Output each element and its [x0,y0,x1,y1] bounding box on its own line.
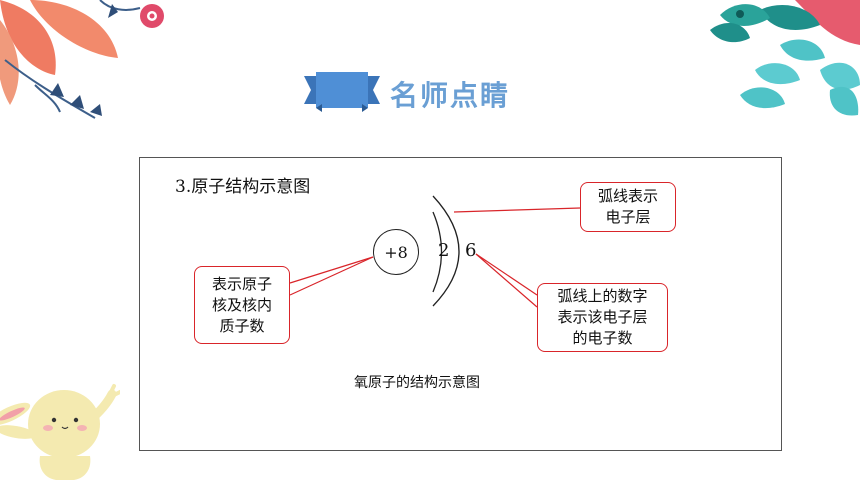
callout-numbers: 弧线上的数字 表示该电子层 的电子数 [537,283,668,352]
section-title: 名师点睛 [390,79,511,112]
callout-arc: 弧线表示 电子层 [580,182,676,232]
callout-arc-line-1: 弧线表示 [597,187,658,205]
shell-electron-count-2: 6 [465,240,477,261]
topic-heading: 3.原子结构示意图 [175,177,311,197]
callout-nucleus-line-3: 质子数 [219,316,265,335]
nucleus-charge: +8 [384,242,408,262]
diagram-caption: 氧原子的结构示意图 [354,375,480,391]
callout-nucleus-line-2: 核及核内 [211,295,272,314]
leaf-decoration-top-right [710,0,860,116]
nucleus-circle: +8 [373,229,419,275]
shell-electron-count-1: 2 [438,240,450,261]
callout-numbers-line-3: 的电子数 [572,329,633,347]
leader-line-number-a [475,253,538,296]
leaf-decoration-top-left [0,0,164,119]
electron-shell-arc-inner [432,211,443,293]
electron-shell-arc-outer [432,195,460,307]
callout-nucleus-line-1: 表示原子 [211,274,272,293]
callout-arc-line-2: 电子层 [605,208,651,226]
leader-line-nucleus-b [289,256,374,296]
ribbon-banner-icon [304,72,380,112]
callout-numbers-line-1: 弧线上的数字 [557,287,648,305]
leader-line-nucleus-a [289,256,374,284]
leader-line-arc [453,207,581,213]
callout-numbers-line-2: 表示该电子层 [557,308,648,326]
bunny-mascot [0,384,120,480]
callout-nucleus: 表示原子 核及核内 质子数 [194,266,290,344]
leader-line-number-b [475,253,538,308]
section-title-banner: 名师点睛 [302,68,532,118]
